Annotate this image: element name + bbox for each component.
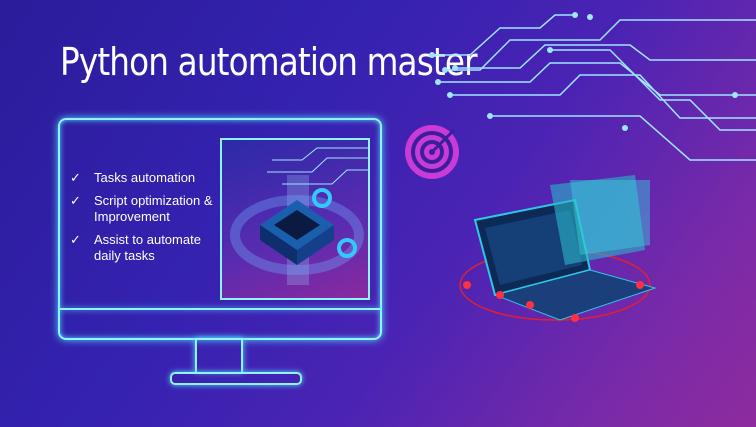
feature-item: ✓ Tasks automation	[70, 170, 224, 186]
feature-text: Assist to automate daily tasks	[94, 232, 201, 263]
check-icon: ✓	[70, 170, 81, 185]
feature-list: ✓ Tasks automation ✓ Script optimization &…	[70, 170, 224, 271]
server-illustration	[220, 138, 370, 300]
monitor-stand	[195, 338, 243, 372]
target-icon	[405, 125, 459, 179]
feature-text: Tasks automation	[94, 170, 196, 185]
circuit-lines-decoration	[429, 12, 756, 161]
laptop-illustration	[459, 175, 657, 322]
feature-item: ✓ Assist to automate daily tasks	[70, 232, 224, 264]
check-icon: ✓	[70, 193, 81, 208]
monitor-frame	[58, 118, 382, 340]
feature-text: Script optimization & Improvement	[94, 193, 213, 224]
page-title: Python automation master	[60, 40, 478, 84]
check-icon: ✓	[70, 232, 81, 247]
monitor-base	[170, 372, 302, 385]
feature-item: ✓ Script optimization & Improvement	[70, 193, 224, 225]
